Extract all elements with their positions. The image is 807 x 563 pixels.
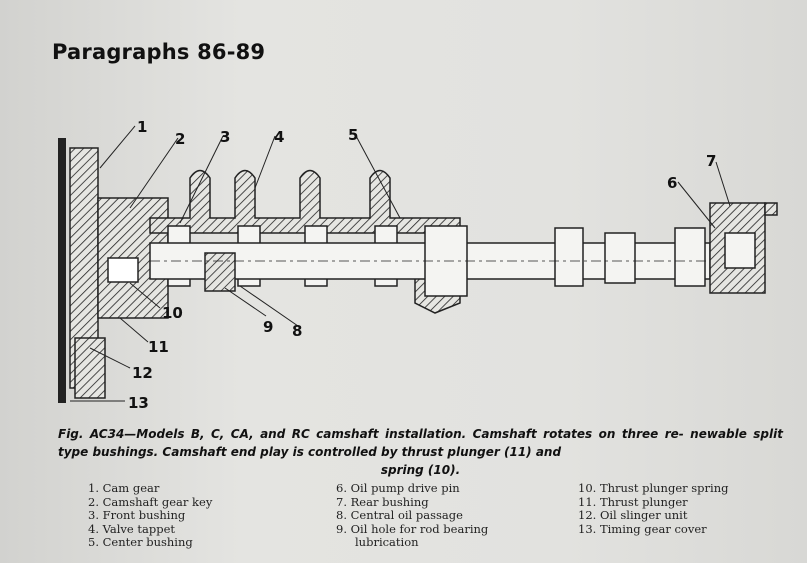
legend-item: 2. Camshaft gear key	[88, 494, 213, 509]
legend-item: 8. Central oil passage	[336, 508, 463, 523]
callout-13: 13	[128, 394, 149, 412]
callout-8: 8	[292, 322, 302, 340]
legend-item-continuation: lubrication	[355, 535, 419, 550]
legend-item: 5. Center bushing	[88, 535, 193, 550]
legend-column-3: 10. Thrust plunger spring 11. Thrust plu…	[578, 481, 729, 536]
legend-item: 7. Rear bushing	[336, 494, 429, 509]
rear-bushing-assembly	[709, 202, 778, 294]
legend-item: 12. Oil slinger unit	[578, 508, 688, 523]
legend-item: 10. Thrust plunger spring	[578, 481, 729, 495]
legend-item: 4. Valve tappet	[88, 521, 175, 536]
caption-line-2: newable split type bushings. Camshaft en…	[58, 427, 783, 459]
callout-4: 4	[274, 128, 284, 146]
figure-caption: Fig. AC34—Models B, C, CA, and RC camsha…	[58, 425, 783, 479]
callout-12: 12	[132, 364, 153, 382]
callout-3: 3	[220, 128, 230, 146]
camshaft-diagram: 1 2 3 4 5 6 7 8 9 10 11 12 13	[58, 118, 778, 412]
legend-item: 13. Timing gear cover	[578, 521, 707, 536]
legend-column-1: 1. Cam gear 2. Camshaft gear key 3. Fron…	[88, 481, 213, 550]
legend-item: 6. Oil pump drive pin	[336, 481, 460, 495]
legend-column-2: 6. Oil pump drive pin 7. Rear bushing 8.…	[336, 481, 489, 550]
page-heading: Paragraphs 86-89	[52, 40, 266, 64]
camshaft	[149, 225, 711, 297]
callout-9: 9	[263, 318, 273, 336]
callout-labels: 1 2 3 4 5 6 7 8 9 10 11 12 13	[128, 118, 716, 412]
caption-line-1: Fig. AC34—Models B, C, CA, and RC camsha…	[58, 427, 684, 441]
callout-11: 11	[148, 338, 169, 356]
legend-item: 9. Oil hole for rod bearing	[336, 521, 489, 536]
legend-item: 1. Cam gear	[88, 481, 160, 495]
callout-1: 1	[137, 118, 147, 136]
caption-line-3: spring (10).	[380, 463, 461, 477]
legend-item: 3. Front bushing	[88, 508, 186, 523]
legend-item: 11. Thrust plunger	[578, 494, 688, 509]
callout-6: 6	[667, 174, 677, 192]
callout-2: 2	[175, 130, 185, 148]
timing-gear-cover	[58, 138, 169, 403]
callout-10: 10	[162, 304, 183, 322]
callout-leaders	[70, 125, 731, 402]
callout-5: 5	[348, 126, 358, 144]
callout-7: 7	[706, 152, 716, 170]
